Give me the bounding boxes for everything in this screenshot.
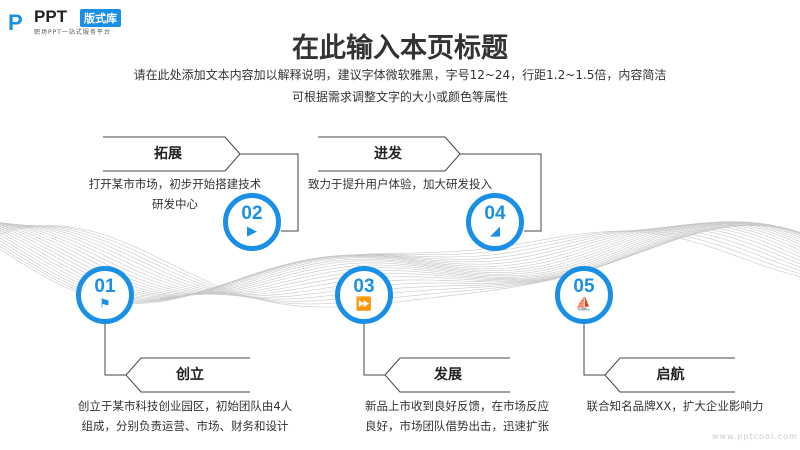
- desc-line: 打开某市市场，初步开始搭建技术: [88, 177, 262, 191]
- ship-icon: ⛵: [575, 297, 593, 312]
- wave-line: [0, 221, 800, 296]
- wave-line: [0, 230, 800, 304]
- logo-mark: P: [8, 10, 23, 35]
- flag-icon: ⚑: [99, 297, 111, 312]
- desc-line: 联合知名品牌XX，扩大企业影响力: [586, 399, 764, 413]
- wave-line: [0, 223, 800, 300]
- desc-line: 研发中心: [152, 197, 198, 211]
- logo-badge: 版式库: [80, 9, 121, 27]
- logo-tagline: 职场PPT一站式服务平台: [34, 29, 111, 36]
- step-circle-2: 02▶: [223, 193, 281, 251]
- step-title-4: 进发: [374, 146, 402, 162]
- step-number: 03: [353, 276, 375, 297]
- watermark: www.pptcool.com: [712, 432, 798, 441]
- logo: P PPT 版式库 职场PPT一站式服务平台: [8, 6, 158, 36]
- logo-brand: PPT: [34, 7, 68, 26]
- wave-line: [0, 223, 800, 302]
- step-number: 02: [241, 203, 263, 224]
- step-desc-3: 新品上市收到良好反馈，在市场反应良好，市场团队借势出击，迅速扩张: [332, 396, 582, 436]
- desc-line: 良好，市场团队借势出击，迅速扩张: [365, 419, 549, 433]
- step-circle-4: 04◢: [466, 193, 524, 251]
- step-desc-5: 联合知名品牌XX，扩大企业影响力: [560, 396, 790, 416]
- desc-line: 创立于某市科技创业园区，初始团队由4人: [77, 399, 293, 413]
- step-desc-1: 创立于某市科技创业园区，初始团队由4人组成，分别负责运营、市场、财务和设计: [60, 396, 310, 436]
- desc-line: 组成，分别负责运营、市场、财务和设计: [81, 419, 289, 433]
- step-number: 05: [573, 276, 595, 297]
- step-number: 04: [484, 203, 506, 224]
- wave-line: [0, 222, 800, 298]
- wave-line: [0, 221, 800, 295]
- play-icon: ▶: [247, 224, 257, 239]
- connector-1: [104, 324, 126, 376]
- step-desc-2: 打开某市市场，初步开始搭建技术研发中心: [50, 174, 300, 214]
- connector-4: [460, 153, 542, 232]
- wave-line: [0, 222, 800, 297]
- page-title: 在此输入本页标题: [292, 33, 508, 64]
- step-circle-5: 05⛵: [555, 266, 613, 324]
- growth-chart-icon: ◢: [490, 224, 500, 239]
- wave-line: [0, 230, 800, 303]
- wave-line: [0, 221, 800, 295]
- step-title-1: 创立: [176, 367, 204, 383]
- connector-3: [363, 324, 385, 376]
- step-title-3: 发展: [434, 367, 462, 383]
- wave-line: [0, 222, 800, 296]
- connector-2: [240, 153, 299, 232]
- subtitle-line-1: 请在此处添加文本内容加以解释说明，建议字体微软雅黑，字号12~24，行距1.2~…: [133, 68, 667, 82]
- step-number: 01: [94, 276, 116, 297]
- subtitle-line-2: 可根据需求调整文字的大小或颜色等属性: [291, 90, 508, 104]
- wave-line: [0, 221, 800, 295]
- wave-line: [0, 224, 800, 305]
- connector-5: [583, 324, 605, 376]
- step-circle-3: 03⏩: [335, 266, 393, 324]
- step-title-2: 拓展: [154, 146, 182, 162]
- fast-forward-icon: ⏩: [355, 297, 373, 312]
- desc-line: 新品上市收到良好反馈，在市场反应: [365, 399, 549, 413]
- step-desc-4: 致力于提升用户体验，加大研发投入: [290, 174, 510, 194]
- desc-line: 致力于提升用户体验，加大研发投入: [308, 177, 492, 191]
- step-title-5: 启航: [656, 367, 685, 383]
- step-circle-1: 01⚑: [76, 266, 134, 324]
